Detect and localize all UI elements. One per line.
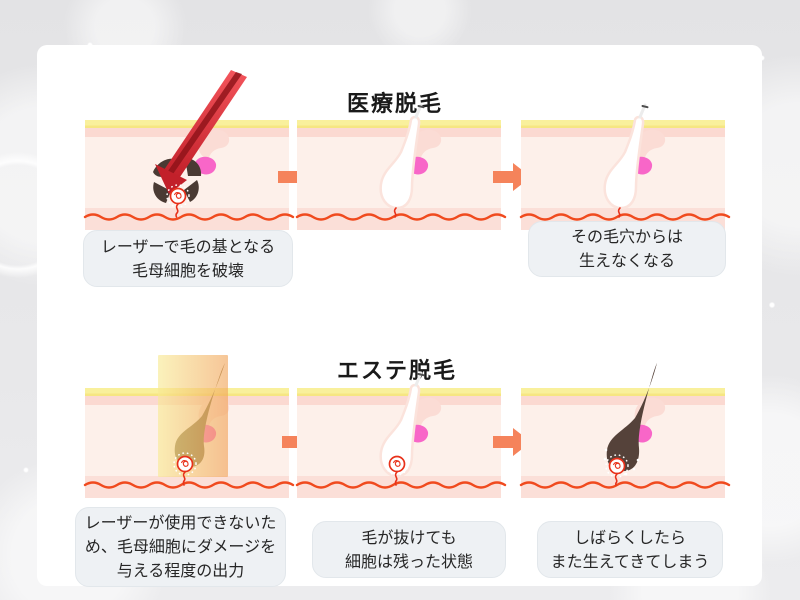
hair [606,363,657,472]
caption-line: 生えなくなる [578,251,675,270]
capillary [182,471,186,486]
caption-bubble: レーザーで毛の基となる 毛母細胞を破壊 [83,230,293,287]
skin-panel-medical-step3 [519,103,731,232]
skin-panel-salon-step1 [83,355,295,500]
section-title-salon: エステ脱毛 [336,359,457,384]
caption-line: レーザーで毛の基となる [100,236,276,256]
caption-line: 細胞は残った状態 [344,551,473,571]
capillary [614,473,618,486]
laser-beam [155,70,247,194]
skin-panel-medical-step2 [295,103,507,232]
caption-line: め、毛母細胞にダメージを [84,537,277,556]
skin-panel-salon-step3 [519,363,731,500]
capillary [617,207,621,218]
capillary [393,207,397,218]
caption-line: 毛が抜けても [361,527,457,547]
caption-line: 与える程度の出力 [116,561,245,580]
caption-bubble: レーザーが使用できないた め、毛母細胞にダメージを 与える程度の出力 [75,507,286,587]
light-beam [158,355,228,477]
skin-panel-medical-step1 [83,70,295,232]
caption-line: また生えてきてしまう [550,551,710,571]
caption-line: 毛母細胞を破壊 [131,260,244,280]
section-title-medical: 医療脱毛 [346,92,443,117]
caption-bubble: しばらくしたら また生えてきてしまう [537,521,723,578]
caption-line: レーザーが使用できないた [84,513,277,532]
caption-bubble: 毛が抜けても 細胞は残った状態 [312,521,506,578]
capillary [175,203,179,218]
capillary [394,471,398,486]
caption-bubble: その毛穴からは 生えなくなる [528,221,726,277]
skin-panel-salon-step2 [295,371,507,500]
caption-line: しばらくしたら [573,527,686,547]
caption-line: その毛穴からは [570,227,683,246]
